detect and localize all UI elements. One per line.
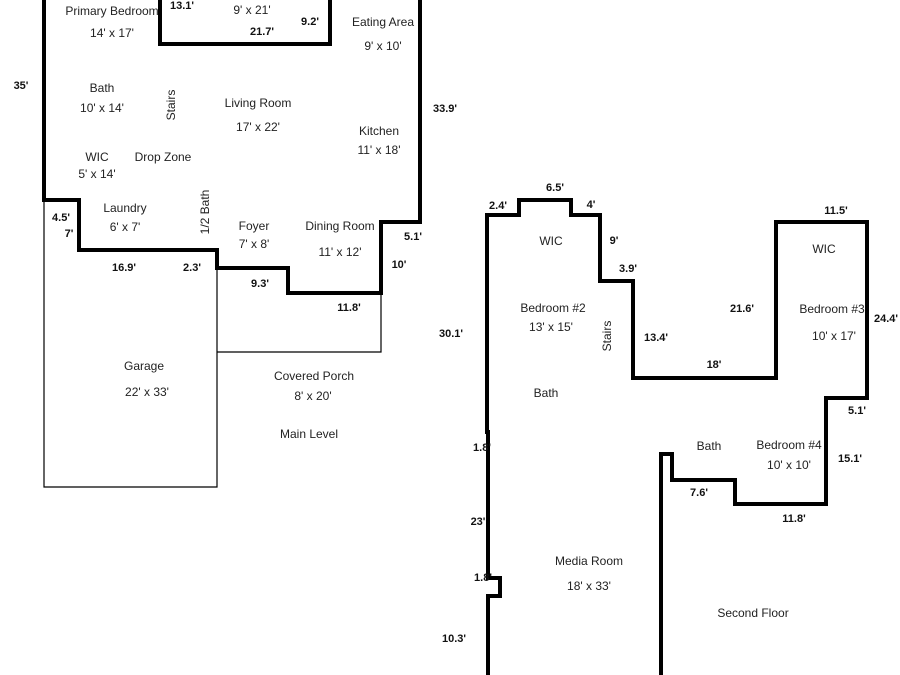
room-name-bath-left: Bath [534,386,559,400]
room-size-bedroom-4: 10' x 10' [767,458,811,472]
room-name-laundry: Laundry [103,201,146,215]
room-name-half-bath: 1/2 Bath [198,190,212,235]
room-name-foyer: Foyer [239,219,270,233]
room-name-bedroom-3: Bedroom #3 [799,302,865,316]
room-size-foyer: 7' x 8' [239,237,270,251]
room-name-kitchen: Kitchen [359,124,399,138]
dimension-label: 9.2' [301,16,319,28]
dimension-label: 18' [707,359,722,371]
dimension-label: 2.3' [183,262,201,274]
top-room-outline [158,0,332,46]
dimension-label: 24.4' [874,313,898,325]
dimension-label: 15.1' [838,453,862,465]
room-size-media-room: 18' x 33' [567,579,611,593]
room-name-drop-zone: Drop Zone [135,150,192,164]
dimension-label: 5.1' [404,231,422,243]
dimension-label: 21.7' [250,26,274,38]
room-name-wic-left: WIC [539,234,563,248]
room-name-eating-area: Eating Area [352,15,414,29]
covered-porch-outline [217,293,382,353]
dimension-label: 16.9' [112,262,136,274]
room-name-dining-room: Dining Room [305,219,374,233]
room-size-eating-area: 9' x 10' [364,39,401,53]
room-name-bath-right: Bath [697,439,722,453]
dimension-label: 10.3' [442,633,466,645]
room-name-primary-bedroom: Primary Bedroom [65,4,158,18]
room-name-stairs-upper: Stairs [600,321,614,352]
room-name-garage: Garage [124,359,164,373]
dimension-label: 1.8' [474,572,492,584]
room-size-covered-porch: 8' x 20' [294,389,331,403]
dimension-label: 33.9' [433,103,457,115]
dimension-label: 6.5' [546,182,564,194]
dimension-label: 30.1' [439,328,463,340]
room-size-bath: 10' x 14' [80,101,124,115]
dimension-label: 7.6' [690,487,708,499]
dimension-label: 9.3' [251,278,269,290]
room-size-primary-bedroom: 14' x 17' [90,26,134,40]
room-size-garage: 22' x 33' [125,385,169,399]
dimension-label: 11.5' [824,205,848,217]
room-name-living-room: Living Room [225,96,292,110]
room-size-dining-room: 11' x 12' [318,245,361,259]
dimension-label: 10' [392,259,407,271]
dimension-label: 13.4' [644,332,668,344]
dimension-label: 23' [471,516,486,528]
dimension-label: 3.9' [619,263,637,275]
second-floor-label: Second Floor [717,606,788,620]
dimension-label: 7' [65,228,74,240]
room-size-top-room: 9' x 21' [233,3,270,17]
dimension-label: 11.8' [782,513,806,525]
second-floor-dimensions: 2.4' 6.5' 4' 9' 3.9' 13.4' 21.6' 18' 11.… [439,182,898,645]
dimension-label: 4.5' [52,212,70,224]
room-name-covered-porch: Covered Porch [274,369,354,383]
room-size-living-room: 17' x 22' [236,120,280,134]
room-size-wic: 5' x 14' [78,167,115,181]
dimension-label: 9' [610,235,619,247]
room-name-wic-right: WIC [812,242,836,256]
room-name-stairs: Stairs [164,90,178,121]
room-name-bedroom-4: Bedroom #4 [756,438,822,452]
dimension-label: 5.1' [848,405,866,417]
dimension-label: 13.1' [170,0,194,12]
room-size-bedroom-3: 10' x 17' [812,329,856,343]
main-level-walls [42,0,422,488]
main-level-label: Main Level [280,427,338,441]
room-size-laundry: 6' x 7' [110,220,141,234]
room-name-bath: Bath [90,81,115,95]
dimension-label: 1.8' [473,442,491,454]
dimension-label: 35' [14,80,29,92]
second-floor-outline [485,198,869,675]
dimension-label: 4' [587,199,596,211]
room-size-bedroom-2: 13' x 15' [529,320,573,334]
garage-outline [43,200,218,488]
second-floor-room-labels: WIC Bedroom #2 13' x 15' Stairs WIC Bedr… [520,234,865,620]
main-level-room-labels: Primary Bedroom 14' x 17' 9' x 21' Eatin… [65,3,414,441]
dimension-label: 11.8' [337,302,361,314]
dimension-label: 2.4' [489,200,507,212]
room-name-wic: WIC [85,150,109,164]
second-floor-walls [485,198,869,675]
room-name-media-room: Media Room [555,554,623,568]
main-level-dimensions: 13.1' 21.7' 9.2' 35' 33.9' 4.5' 7' 16.9'… [14,0,458,314]
main-level-outline [42,0,422,295]
room-size-kitchen: 11' x 18' [357,143,400,157]
dimension-label: 21.6' [730,303,754,315]
room-name-bedroom-2: Bedroom #2 [520,301,586,315]
